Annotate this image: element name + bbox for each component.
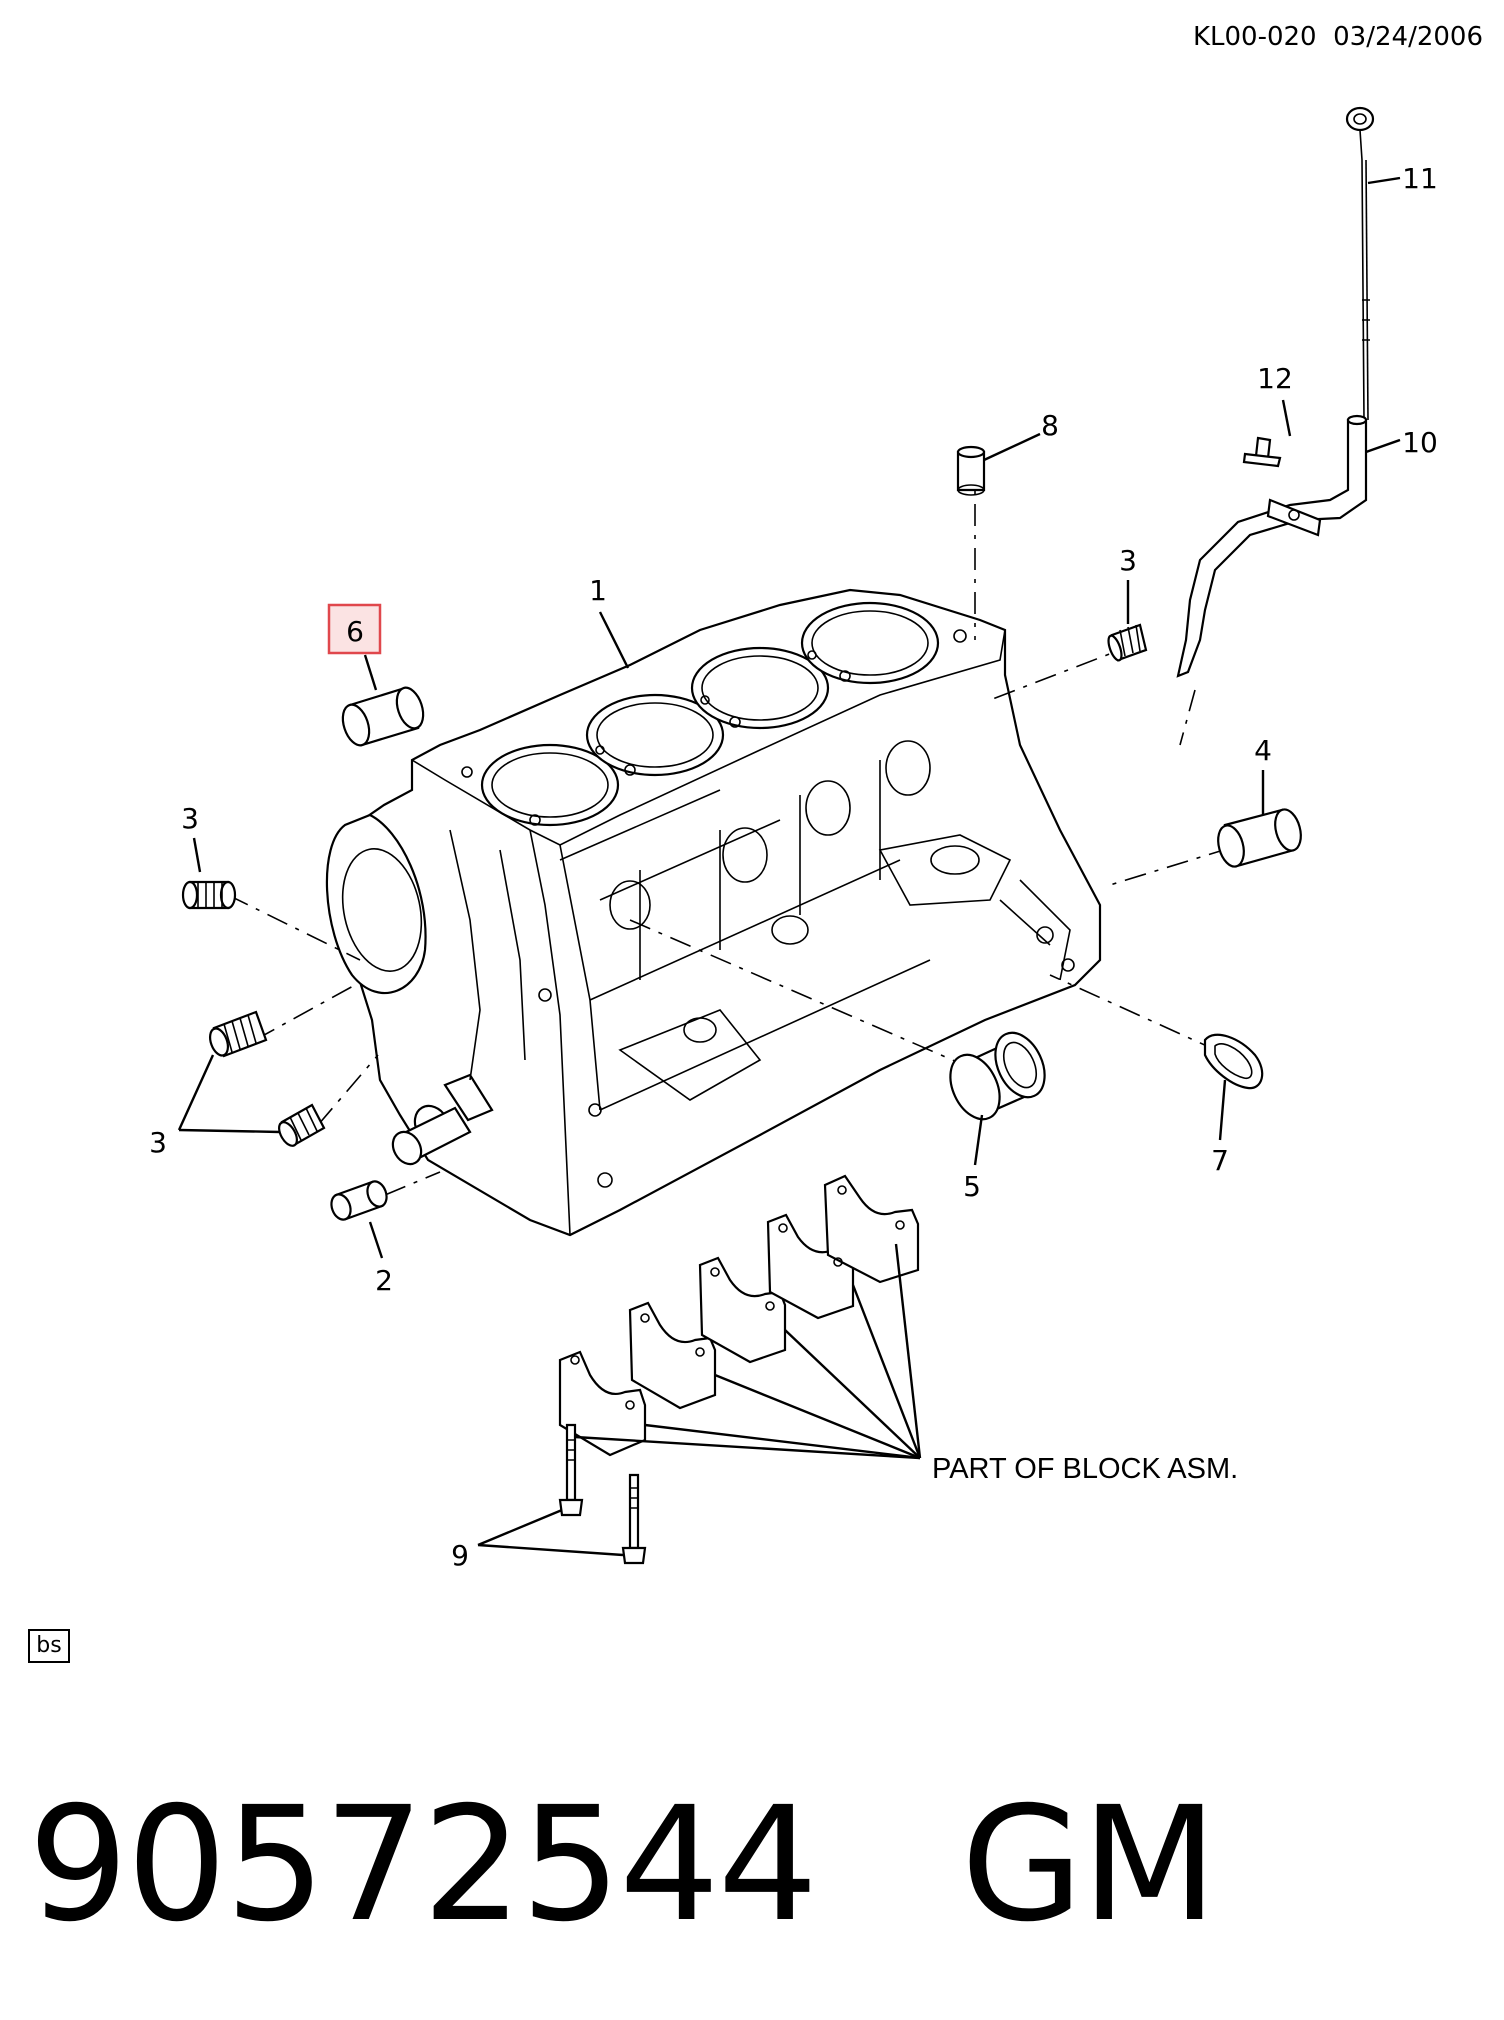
part-9-bolts — [558, 1423, 647, 1565]
part-6-highlight-box — [327, 603, 382, 655]
dipstick-tube — [1176, 414, 1368, 678]
part-6-sleeve — [341, 686, 425, 747]
bs-badge: bs — [28, 1629, 70, 1663]
exploded-parts-diagram: 11 12 10 8 3 1 6 4 3 3 7 5 2 9 PART OF B… — [149, 106, 1438, 1572]
engine-block — [325, 588, 1102, 1237]
part-of-block-note: PART OF BLOCK ASM. — [932, 1453, 1238, 1485]
part-3-plug-right — [1107, 623, 1148, 662]
part-3-plug-upper-left — [181, 880, 237, 910]
callout-4: 4 — [1254, 734, 1272, 767]
dipstick-bolt — [1242, 436, 1282, 468]
callout-5: 5 — [963, 1170, 981, 1203]
callout-10: 10 — [1402, 426, 1438, 459]
part-2-dowel — [330, 1180, 388, 1221]
callout-6: 6 — [346, 615, 364, 648]
part-3-plug-middle-left — [208, 1010, 268, 1058]
part-5-seal — [949, 1031, 1046, 1121]
part-7-gasket — [1203, 1033, 1264, 1090]
callout-8: 8 — [1041, 409, 1059, 442]
diagram-date: 03/24/2006 — [1333, 22, 1483, 52]
part-4-sleeve — [1217, 808, 1302, 868]
callout-11: 11 — [1402, 162, 1438, 195]
diagram-header: KL00-020 03/24/2006 — [1193, 22, 1483, 52]
callout-3: 3 — [149, 1126, 167, 1159]
callout-3: 3 — [1119, 544, 1137, 577]
brand-name: GM — [960, 1773, 1218, 1957]
callout-9: 9 — [451, 1539, 469, 1572]
oil-dipstick — [1345, 106, 1375, 421]
callout-3: 3 — [181, 802, 199, 835]
part-3-plug-lower-left — [278, 1103, 326, 1147]
part-8-dowel — [956, 445, 986, 496]
center-lines — [227, 460, 1261, 1196]
part-number: 90572544 — [28, 1773, 818, 1957]
main-bearing-caps — [558, 1174, 920, 1457]
leader-lines — [177, 176, 1401, 1557]
callout-12: 12 — [1257, 362, 1293, 395]
part-number-footer: 90572544 GM — [28, 1786, 1218, 1944]
diagram-code: KL00-020 — [1192, 22, 1317, 52]
callout-1: 1 — [589, 574, 607, 607]
callout-2: 2 — [375, 1264, 393, 1297]
callout-7: 7 — [1211, 1144, 1229, 1177]
